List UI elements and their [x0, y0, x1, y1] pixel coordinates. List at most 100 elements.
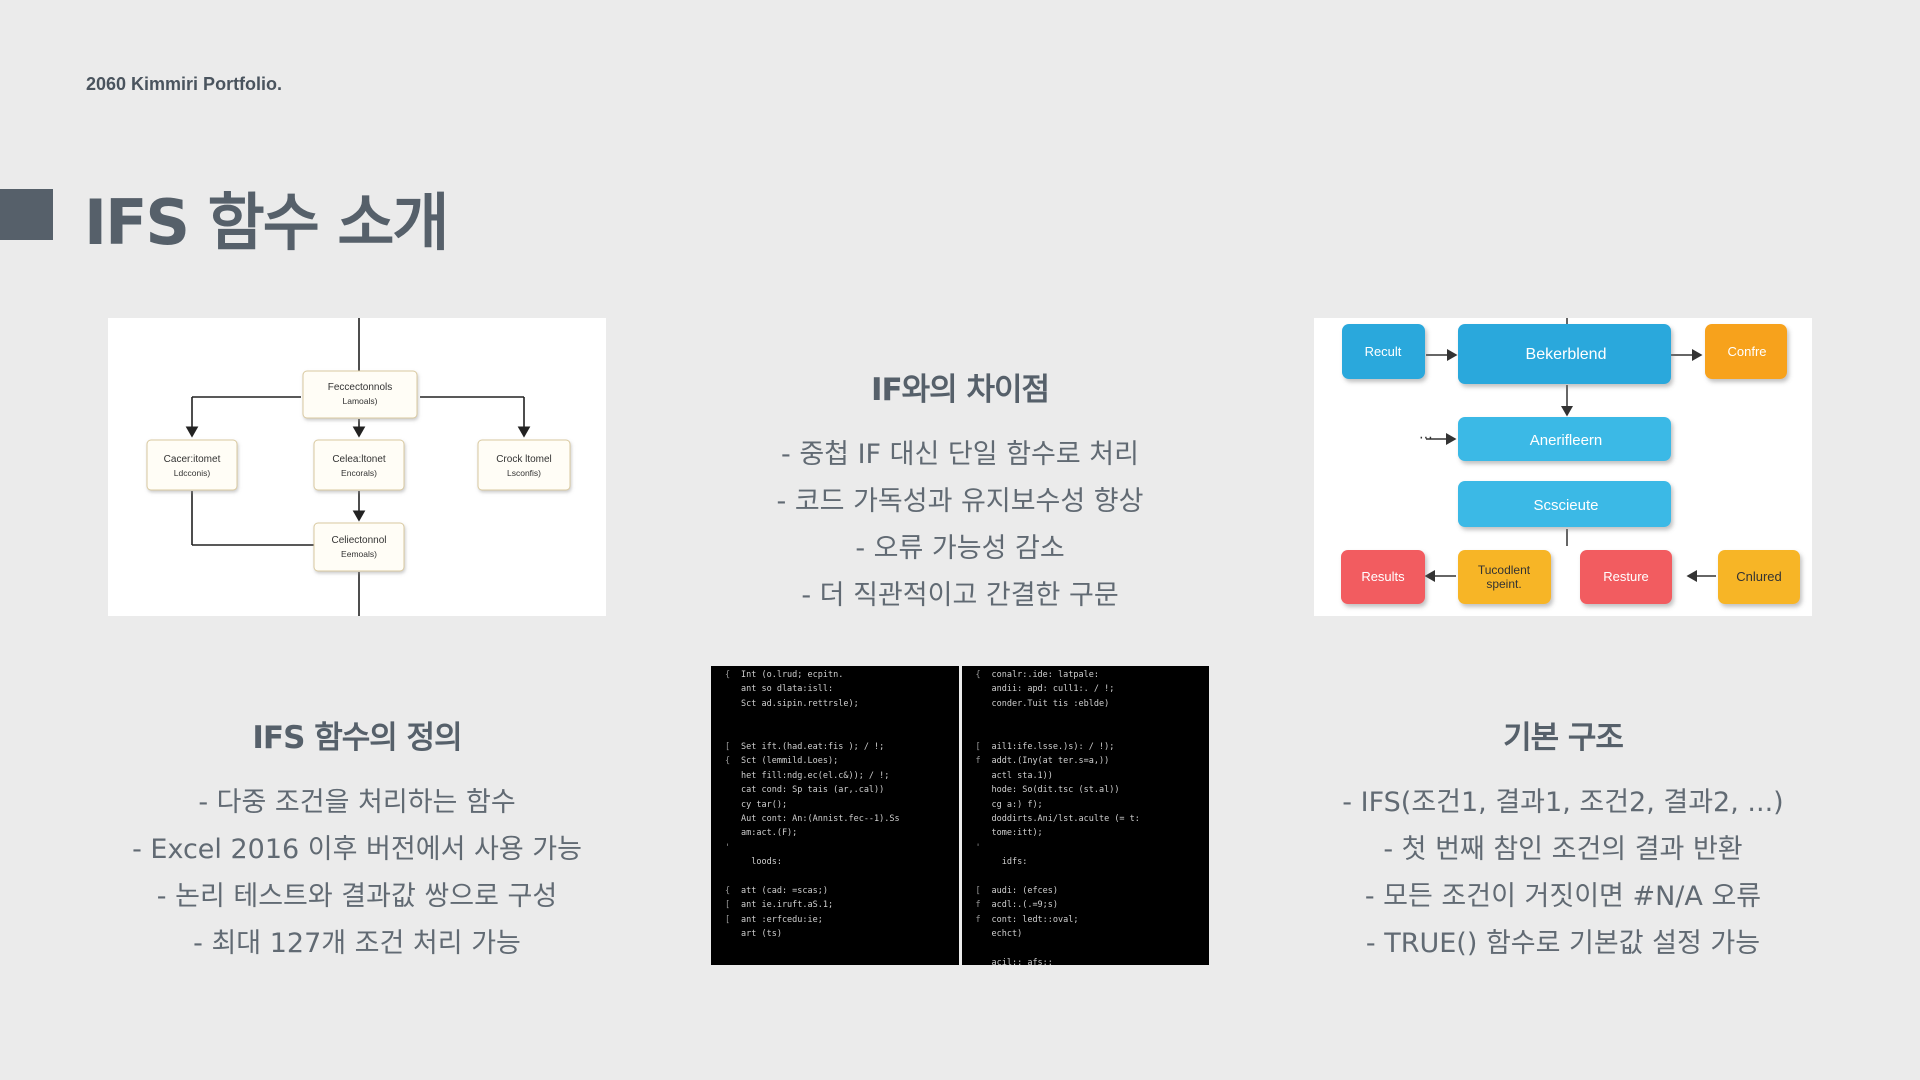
code-line: ant so dlata:isll:: [741, 682, 959, 696]
flow-node-cnlured: [1718, 550, 1800, 604]
code-line-marker: f: [975, 914, 981, 925]
flow-node-tucodlent-line2: speint.: [1486, 577, 1521, 591]
code-line-text: ant ie.iruft.aS.1;: [741, 900, 834, 911]
code-line: cg a:) f);: [992, 798, 1210, 812]
tree-connectors: [185, 318, 531, 616]
code-line-text: att (cad: =scas;): [741, 885, 828, 896]
code-line: [ audi: (efces): [976, 884, 1210, 898]
list-item: - 최대 127개 조건 처리 가능: [193, 928, 521, 959]
code-line: Aut cont: An:(Annist.fec--1).Ss: [741, 812, 959, 826]
code-line-text: cy tar();: [741, 799, 788, 810]
code-line: [741, 726, 959, 740]
code-line-text: art (ts): [741, 929, 782, 940]
code-line: [ail1:ife.lsse.)s): / !);: [976, 740, 1210, 754]
code-line-text: Sct (lemmild.Loes);: [741, 756, 839, 767]
flow-node-anerifleern: [1458, 417, 1671, 461]
flow-node-scscieute-label: Scscieute: [1533, 497, 1598, 514]
code-line: [992, 711, 1210, 725]
flow-node-anerifleern-label: Anerifleern: [1530, 432, 1603, 449]
code-line-marker: ': [725, 842, 731, 853]
code-line: [741, 869, 959, 883]
structure-section: 기본 구조 - IFS(조건1, 결과1, 조건2, 결과2, ...) - 첫…: [1283, 712, 1843, 967]
difference-list: - 중첩 IF 대신 단일 함수로 처리 - 코드 가독성과 유지보수성 향상 …: [680, 431, 1240, 619]
list-item: - 모든 조건이 거짓이면 #N/A 오류: [1364, 881, 1762, 912]
flow-node-results: [1341, 550, 1425, 604]
list-item: - 논리 테스트와 결과값 쌍으로 구성: [156, 881, 558, 912]
code-line-text: acdl:.(.=9;s): [991, 900, 1059, 911]
tree-node-left-line2: Ldcconis): [174, 468, 211, 478]
code-line-marker: [: [725, 914, 731, 925]
code-line-text: audi: (efces): [991, 885, 1059, 896]
code-line-marker: [: [975, 885, 981, 896]
tree-node-left-line1: Cacer:itomet: [164, 454, 221, 465]
code-line-text: conder.Tuit tis :eblde): [991, 698, 1110, 709]
code-line-text: idfs:: [991, 857, 1028, 868]
code-line-marker: {: [725, 670, 731, 680]
code-line: [ ant ie.iruft.aS.1;: [725, 898, 959, 912]
page-title: IFS 함수 소개: [84, 186, 449, 259]
brand-label: 2060 Kimmiri Portfolio.: [86, 74, 283, 94]
tree-node-left: [146, 439, 238, 491]
tree-node-middle: [313, 439, 405, 491]
definition-section: IFS 함수의 정의 - 다중 조건을 처리하는 함수 - Excel 2016…: [77, 712, 637, 967]
flow-node-resture: [1580, 550, 1672, 604]
tree-node-right-line2: Lsconfis): [507, 468, 541, 478]
code-line: het fill:ndg.ec(el.c&)); / !;: [741, 769, 959, 783]
tree-node-bottom-line1: Celiectonnol: [331, 535, 386, 546]
code-line-text: am:act.(F);: [741, 828, 798, 839]
flow-node-cnlured-label: Cnlured: [1736, 569, 1782, 584]
code-line: am:act.(F);: [741, 826, 959, 840]
tree-diagram-svg: Feccectonnols Lamoals) Cacer:itomet Ldcc…: [146, 318, 571, 616]
code-line-text: addt.(Iny(at ter.s=a,)): [991, 756, 1110, 767]
code-column-left: {Int (o.lrud; ecpitn.ant so dlata:isll: S…: [711, 666, 959, 965]
code-line-text: tome:itt);: [991, 828, 1043, 839]
code-line-marker: [: [975, 741, 981, 752]
list-item: - 코드 가독성과 유지보수성 향상: [776, 486, 1144, 517]
list-item: - 첫 번째 참인 조건의 결과 반환: [1383, 834, 1743, 865]
code-line-text: Set ift.(had.eat:fis ); / !;: [741, 741, 885, 752]
flow-node-resture-label: Resture: [1603, 569, 1649, 584]
flow-node-results-label: Results: [1361, 569, 1405, 584]
structure-heading: 기본 구조: [1503, 720, 1624, 756]
code-line: cy tar();: [741, 798, 959, 812]
tree-diagram-image: Feccectonnols Lamoals) Cacer:itomet Ldcc…: [108, 318, 606, 616]
code-line-marker: [: [725, 900, 731, 911]
code-line: andii: apd: cull1:. / !;: [992, 682, 1210, 696]
code-line-text: andii: apd: cull1:. / !;: [991, 684, 1115, 695]
code-line-marker: ': [975, 842, 981, 853]
flow-node-recult-label: Recult: [1365, 344, 1402, 359]
flow-node-bekerblend: [1458, 324, 1671, 384]
code-line-text: het fill:ndg.ec(el.c&)); / !;: [741, 770, 890, 781]
tree-node-bottom-line2: Eemoals): [341, 549, 377, 559]
list-item: - TRUE() 함수로 기본값 설정 가능: [1365, 928, 1761, 959]
code-line-text: Sct ad.sipin.rettrsle);: [741, 698, 859, 709]
code-line-text: doddirts.Ani/lst.aculte (= t:: [991, 813, 1140, 824]
code-line: tome:itt);: [992, 826, 1210, 840]
structure-list: - IFS(조건1, 결과1, 조건2, 결과2, ...) - 첫 번째 참인…: [1283, 779, 1843, 967]
code-line: echct): [992, 927, 1210, 941]
difference-heading: IF와의 차이점: [870, 372, 1050, 408]
code-line: doddirts.Ani/lst.aculte (= t:: [992, 812, 1210, 826]
code-line-text: hode: So(dit.tsc (st.al)): [991, 785, 1120, 796]
code-line-text: ant :erfcedu:ie;: [741, 914, 823, 925]
code-line: {Int (o.lrud; ecpitn.: [725, 668, 959, 682]
tree-node-root: [302, 370, 418, 419]
code-line-marker: {: [975, 670, 981, 680]
flow-node-confre-label: Confre: [1727, 344, 1766, 359]
code-line-text: Aut cont: An:(Annist.fec--1).Ss: [741, 813, 900, 824]
code-line: { att (cad: =scas;): [725, 884, 959, 898]
title-accent-bar: [0, 189, 53, 240]
code-line: f acdl:.(.=9;s): [976, 898, 1210, 912]
list-item: - IFS(조건1, 결과1, 조건2, 결과2, ...): [1342, 787, 1784, 818]
flow-node-tucodlent: [1458, 550, 1551, 604]
code-line-marker: [: [725, 741, 731, 752]
code-line: Sct ad.sipin.rettrsle);: [741, 697, 959, 711]
tree-node-root-line1: Feccectonnols: [328, 382, 392, 393]
code-line: acil:: afs::: [992, 956, 1210, 965]
code-line-marker: {: [725, 885, 731, 896]
code-line-marker: f: [975, 900, 981, 911]
code-line: cat cond: Sp tais (ar,.cal)): [741, 783, 959, 797]
flow-node-bekerblend-label: Bekerblend: [1526, 346, 1607, 363]
code-line-marker: {: [725, 756, 731, 767]
